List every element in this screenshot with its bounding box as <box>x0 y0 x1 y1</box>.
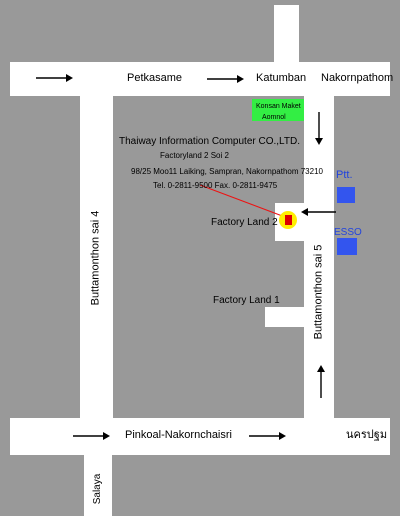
nakornpathom-label: Nakornpathom <box>321 72 394 84</box>
ptt-label: Ptt. <box>336 169 353 181</box>
pinkoal-nakornchaisri-label: Pinkoal-Nakornchaisri <box>125 429 232 441</box>
arrow-right-icon <box>73 432 110 440</box>
esso-station-box <box>337 238 357 255</box>
arrow-right-icon <box>249 432 286 440</box>
market-box <box>252 99 304 121</box>
company-phone: Tel. 0-2811-9500 Fax. 0-2811-9475 <box>153 181 278 190</box>
salaya-label: Salaya <box>92 473 103 505</box>
factory-land-1-label: Factory Land 1 <box>213 295 280 306</box>
esso-label: ESSO <box>334 227 362 238</box>
buttamonthon-sai-4-road <box>80 62 113 452</box>
market-label-1: Konsan Maket <box>256 103 301 110</box>
factory-land-2-label: Factory Land 2 <box>211 217 278 228</box>
buttamonthon-sai-5-label: Buttamonthon sai 5 <box>312 244 325 340</box>
company-address: 98/25 Moo11 Laiking, Sampran, Nakornpath… <box>131 167 323 176</box>
arrow-down-icon <box>315 112 323 145</box>
market-label-2: Aomnol <box>262 114 286 121</box>
buttamonthon-sai-4-label: Buttamonthon sai 4 <box>89 210 102 306</box>
arrow-right-icon <box>36 74 73 82</box>
arrow-right-icon <box>207 75 244 83</box>
salaya-road <box>84 450 112 516</box>
top-right-stub-road <box>274 5 299 65</box>
petkasame-label: Petkasame <box>127 72 183 84</box>
arrow-left-icon <box>301 208 336 216</box>
nakornpathom-thai-label: นครปฐม <box>346 429 388 441</box>
factory-land-1-soi <box>265 307 305 327</box>
katumban-label: Katumban <box>256 72 307 84</box>
ptt-station-box <box>337 187 355 203</box>
arrow-up-icon <box>317 365 325 398</box>
company-name: Thaiway Information Computer CO.,LTD. <box>119 136 300 147</box>
location-marker-center <box>285 215 292 225</box>
company-location: Factoryland 2 Soi 2 <box>160 151 229 160</box>
